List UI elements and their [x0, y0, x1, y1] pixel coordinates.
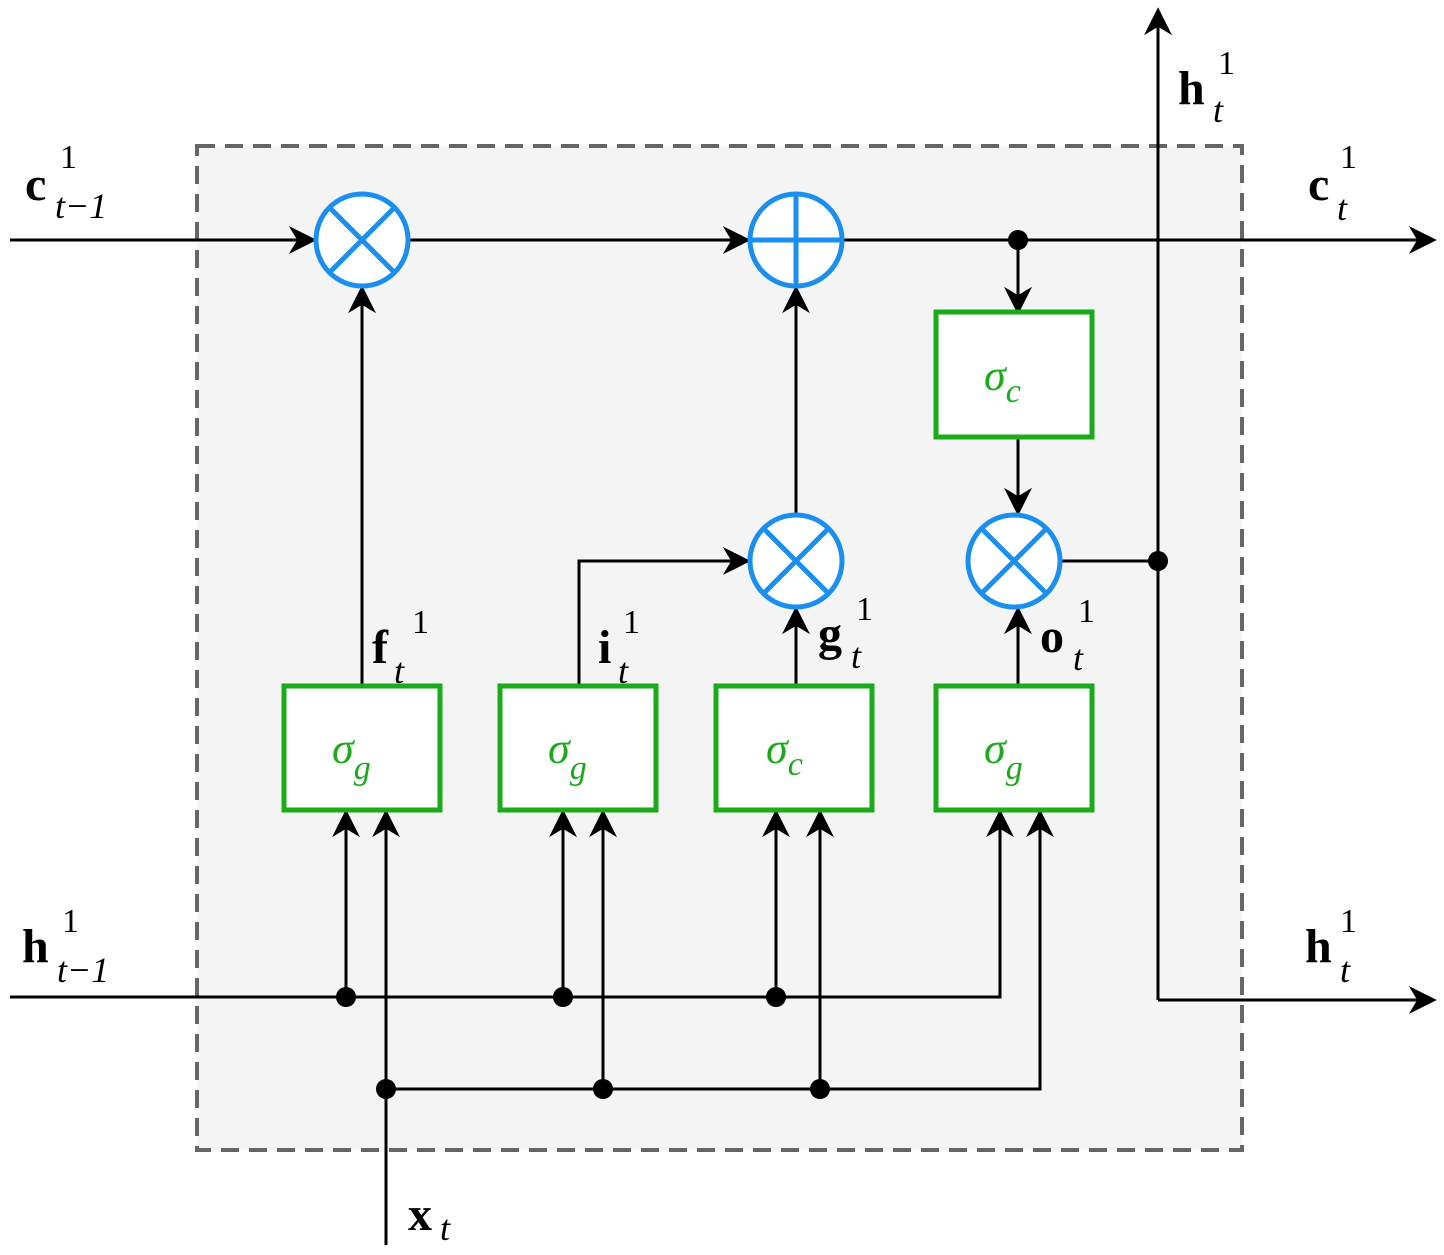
multiply-operator-output — [965, 512, 1063, 610]
multiply-operator-forget — [313, 191, 411, 289]
svg-text:o: o — [1040, 610, 1064, 663]
svg-text:t: t — [1337, 188, 1348, 228]
junction-dots — [336, 230, 1168, 1099]
gate-output: σg — [933, 683, 1095, 813]
svg-text:1: 1 — [856, 591, 873, 628]
gate-forget: σg — [281, 683, 443, 813]
svg-text:i: i — [598, 621, 611, 674]
gate-cell-candidate: σc — [713, 683, 875, 813]
svg-text:t−1: t−1 — [57, 950, 109, 990]
svg-text:1: 1 — [60, 139, 77, 176]
gate-input: σg — [497, 683, 659, 813]
label-f-gate: f 1 t — [372, 604, 429, 691]
gate-cell-activation: σc — [933, 309, 1095, 440]
label-c-out: c 1 t — [1308, 139, 1357, 228]
svg-text:h: h — [1178, 62, 1205, 115]
svg-text:t: t — [851, 636, 862, 676]
svg-text:σg: σg — [984, 724, 1023, 787]
multiply-operator-input — [747, 512, 845, 610]
svg-text:σc: σc — [766, 724, 803, 783]
svg-text:σc: σc — [984, 351, 1021, 410]
label-o-gate: o 1 t — [1040, 593, 1095, 678]
svg-text:t: t — [440, 1208, 451, 1248]
svg-text:1: 1 — [62, 903, 79, 940]
svg-text:1: 1 — [1218, 45, 1235, 82]
label-h-prev: h 1 t−1 — [22, 903, 109, 990]
svg-text:σg: σg — [548, 724, 587, 787]
svg-text:1: 1 — [412, 604, 429, 641]
svg-text:σg: σg — [332, 724, 371, 787]
add-operator — [747, 191, 845, 289]
svg-text:1: 1 — [1340, 903, 1357, 940]
svg-text:f: f — [372, 621, 389, 674]
svg-text:1: 1 — [1078, 593, 1095, 630]
svg-text:1: 1 — [1340, 139, 1357, 176]
svg-text:x: x — [408, 1188, 432, 1241]
svg-text:t−1: t−1 — [55, 186, 107, 226]
svg-text:t: t — [618, 651, 629, 691]
label-i-gate: i 1 t — [598, 604, 640, 691]
label-h-out-right: h 1 t — [1305, 903, 1357, 990]
label-h-out-top: h 1 t — [1178, 45, 1235, 130]
svg-text:h: h — [22, 920, 49, 973]
svg-text:t: t — [394, 651, 405, 691]
svg-text:c: c — [1308, 158, 1329, 211]
svg-text:t: t — [1073, 638, 1084, 678]
svg-text:t: t — [1213, 90, 1224, 130]
svg-text:t: t — [1340, 950, 1351, 990]
svg-text:h: h — [1305, 920, 1332, 973]
svg-text:c: c — [25, 158, 46, 211]
svg-text:1: 1 — [623, 604, 640, 641]
label-x-in: x t — [408, 1188, 451, 1248]
label-c-prev: c 1 t−1 — [25, 139, 107, 226]
svg-text:g: g — [818, 608, 842, 661]
label-g-gate: g 1 t — [818, 591, 873, 676]
